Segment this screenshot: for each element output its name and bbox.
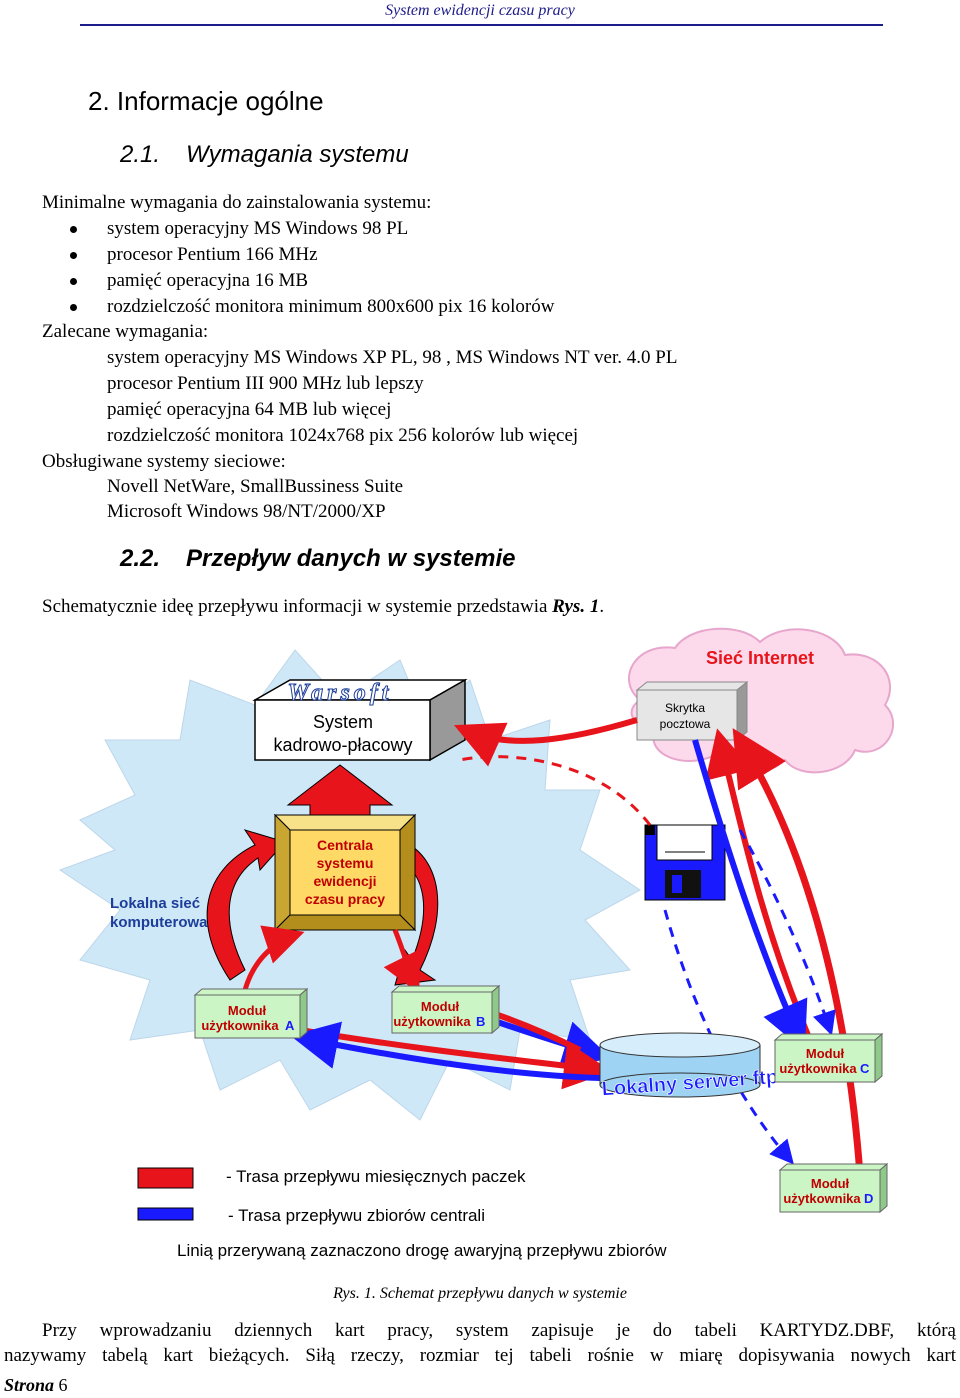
page-header: System ewidencji czasu pracy — [385, 2, 575, 19]
module-a-user: użytkownika — [201, 1018, 279, 1033]
legend-note: Linią przerywaną zaznaczono drogę awaryj… — [177, 1241, 667, 1260]
legend-red-swatch — [137, 1167, 194, 1189]
central-box — [289, 829, 401, 916]
min-requirements-title: Minimalne wymagania do zainstalowania sy… — [42, 192, 432, 213]
module-b-user: użytkownika — [393, 1014, 471, 1029]
footer-page-number: 6 — [58, 1375, 68, 1395]
arrow-a-to-central — [242, 925, 305, 991]
dashed-route-blue-1 — [738, 829, 836, 1036]
paragraph-line-1: Przy wprowadzaniu dziennych kart pracy, … — [42, 1320, 956, 1341]
module-d-letter: D — [864, 1191, 873, 1206]
arrow-c-to-mailbox — [705, 728, 813, 1042]
section-title-2-1: Wymagania systemu — [186, 141, 409, 168]
system-label-1: System — [313, 712, 373, 732]
page-footer: Strona 6 — [4, 1375, 68, 1396]
section-title-2-2: Przepływ danych w systemie — [186, 545, 516, 572]
header-rule — [80, 24, 883, 26]
module-c-word: Moduł — [806, 1046, 845, 1061]
legend-blue-label: - Trasa przepływu zbiorów centrali — [228, 1206, 485, 1225]
figure-caption: Rys. 1. Schemat przepływu danych w syste… — [333, 1285, 627, 1302]
chapter-title: 2. Informacje ogólne — [88, 86, 324, 116]
module-c — [773, 1032, 884, 1084]
internet-label: Sieć Internet — [706, 648, 814, 668]
lan-label-1: Lokalna sieć — [110, 895, 200, 912]
central-bevel-outer — [273, 814, 417, 831]
bullet — [70, 304, 77, 311]
recommended-title: Zalecane wymagania: — [42, 321, 209, 342]
arrow-mailbox-to-c — [692, 739, 808, 1051]
module-b-letter: B — [476, 1014, 485, 1029]
footer-label: Strona — [4, 1375, 55, 1395]
module-a-word: Moduł — [228, 1003, 267, 1018]
mailbox-label-2: pocztowa — [660, 717, 711, 731]
rec-item: procesor Pentium III 900 MHz lub lepszy — [107, 373, 424, 394]
floppy-disk-icon — [644, 824, 726, 901]
flow-intro-dot: . — [599, 596, 605, 617]
central-bevel-bottom — [273, 914, 417, 931]
arrow-central-to-b — [383, 929, 420, 994]
arrow-a-to-server — [299, 1027, 612, 1090]
central-bevel-left — [274, 813, 291, 932]
mailbox-top — [635, 681, 749, 691]
module-b-word: Moduł — [421, 999, 460, 1014]
warsoft-logo: Warsoft — [288, 680, 393, 706]
arrow-mailbox-to-system — [454, 717, 638, 767]
system-label-2: kadrowo-płacowy — [273, 735, 412, 755]
min-item: rozdzielczość monitora minimum 800x600 p… — [107, 296, 555, 317]
rec-item: pamięć operacyjna 64 MB lub więcej — [107, 399, 392, 420]
network-title: Obsługiwane systemy sieciowe: — [42, 451, 286, 472]
min-item: pamięć operacyjna 16 MB — [107, 270, 309, 291]
module-d — [778, 1162, 889, 1214]
figure-reference: Rys. 1 — [552, 596, 600, 617]
min-item: procesor Pentium 166 MHz — [107, 244, 318, 265]
network-item: Microsoft Windows 98/NT/2000/XP — [107, 501, 386, 522]
bullet — [70, 252, 77, 259]
module-d-word: Moduł — [811, 1176, 850, 1191]
central-label-2: systemu — [317, 855, 374, 871]
legend-red-label: - Trasa przepływu miesięcznych paczek — [226, 1167, 526, 1186]
module-c-letter: C — [860, 1061, 870, 1076]
rec-item: system operacyjny MS Windows XP PL, 98 ,… — [107, 347, 678, 368]
dashed-route-red — [459, 755, 652, 826]
module-a — [193, 987, 309, 1040]
bullet — [70, 278, 77, 285]
arrow-d-to-mailbox — [732, 728, 864, 1176]
legend-blue-swatch — [137, 1207, 194, 1221]
arrow-lan-in — [206, 829, 286, 981]
module-b — [390, 984, 501, 1035]
bullet — [70, 226, 77, 233]
central-label-1: Centrala — [317, 837, 373, 853]
section-number-2-1: 2.1. — [120, 141, 161, 168]
paragraph-line-2: nazywamy tabelą kart bieżących. Siłą rze… — [4, 1345, 956, 1366]
mailbox-side — [736, 680, 748, 742]
central-label-4: czasu pracy — [305, 891, 385, 907]
arrow-server-to-a — [290, 1021, 601, 1081]
module-c-user: użytkownika — [779, 1061, 857, 1076]
warsoft-box-front — [254, 699, 431, 761]
module-d-user: użytkownika — [783, 1191, 861, 1206]
mailbox-front — [636, 689, 738, 741]
mailbox-label-1: Skrytka — [665, 701, 705, 715]
flow-intro: Schematycznie ideę przepływu informacji … — [42, 594, 604, 619]
module-a-letter: A — [285, 1018, 295, 1033]
data-flow-diagram: Sieć Internet Warsoft System kadrowo-pła… — [58, 627, 895, 1260]
central-label-3: ewidencji — [313, 873, 376, 889]
flow-intro-text: Schematycznie ideę przepływu informacji … — [42, 596, 548, 617]
lan-label-2: komputerowa — [110, 914, 208, 931]
arrow-to-system — [286, 764, 394, 816]
network-item: Novell NetWare, SmallBussiness Suite — [107, 476, 404, 497]
min-item: system operacyjny MS Windows 98 PL — [107, 218, 409, 239]
central-bevel-right — [399, 813, 416, 932]
rec-item: rozdzielczość monitora 1024x768 pix 256 … — [107, 425, 579, 446]
ftp-server — [599, 1032, 761, 1098]
section-number-2-2: 2.2. — [120, 545, 161, 572]
